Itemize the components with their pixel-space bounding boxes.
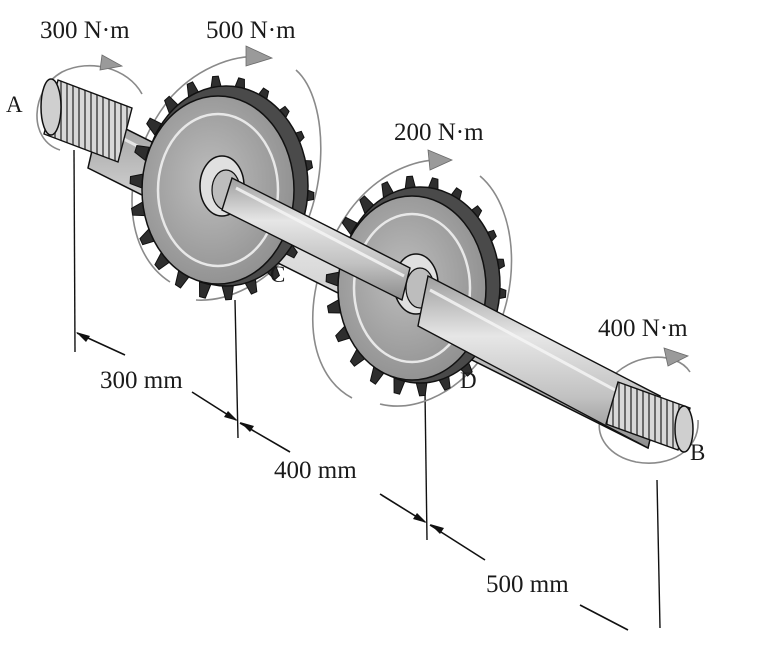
extension-line-b — [656, 479, 661, 629]
dimension-lines — [76, 332, 629, 631]
torque-arrow-a — [36, 54, 143, 151]
gear-c — [129, 75, 315, 301]
splined-end-a — [40, 78, 133, 163]
arrowhead-icon — [76, 332, 90, 342]
torque-label-a: 300 N·m — [40, 17, 130, 44]
arrowhead-icon — [240, 422, 254, 432]
arrowhead-icon — [224, 411, 238, 421]
labels: 300 N·m 500 N·m 200 N·m 400 N·m A B C D … — [6, 17, 705, 598]
torque-label-c: 500 N·m — [206, 17, 296, 44]
gear-tooth — [198, 281, 212, 299]
dimension-label-db: 500 mm — [486, 571, 569, 598]
end-face-b — [674, 405, 694, 453]
shaft-front-segments — [221, 177, 661, 450]
point-label-b: B — [690, 440, 705, 465]
end-face-a — [40, 78, 62, 136]
point-label-c: C — [270, 262, 285, 287]
point-label-d: D — [460, 368, 477, 393]
dimension-extension-lines — [73, 149, 661, 629]
splined-end-b — [605, 381, 694, 453]
dimension-label-ac: 300 mm — [100, 367, 183, 394]
point-label-a: A — [6, 92, 23, 117]
torque-label-d: 200 N·m — [394, 119, 484, 146]
extension-line-d — [424, 391, 428, 541]
dim-line-db-right — [579, 604, 629, 631]
extension-line-a — [73, 149, 76, 353]
arrowhead-icon — [413, 513, 427, 523]
arrowhead-icon — [430, 524, 444, 534]
torque-label-b: 400 N·m — [598, 315, 688, 342]
dimension-label-cd: 400 mm — [274, 457, 357, 484]
extension-line-c — [234, 299, 239, 439]
